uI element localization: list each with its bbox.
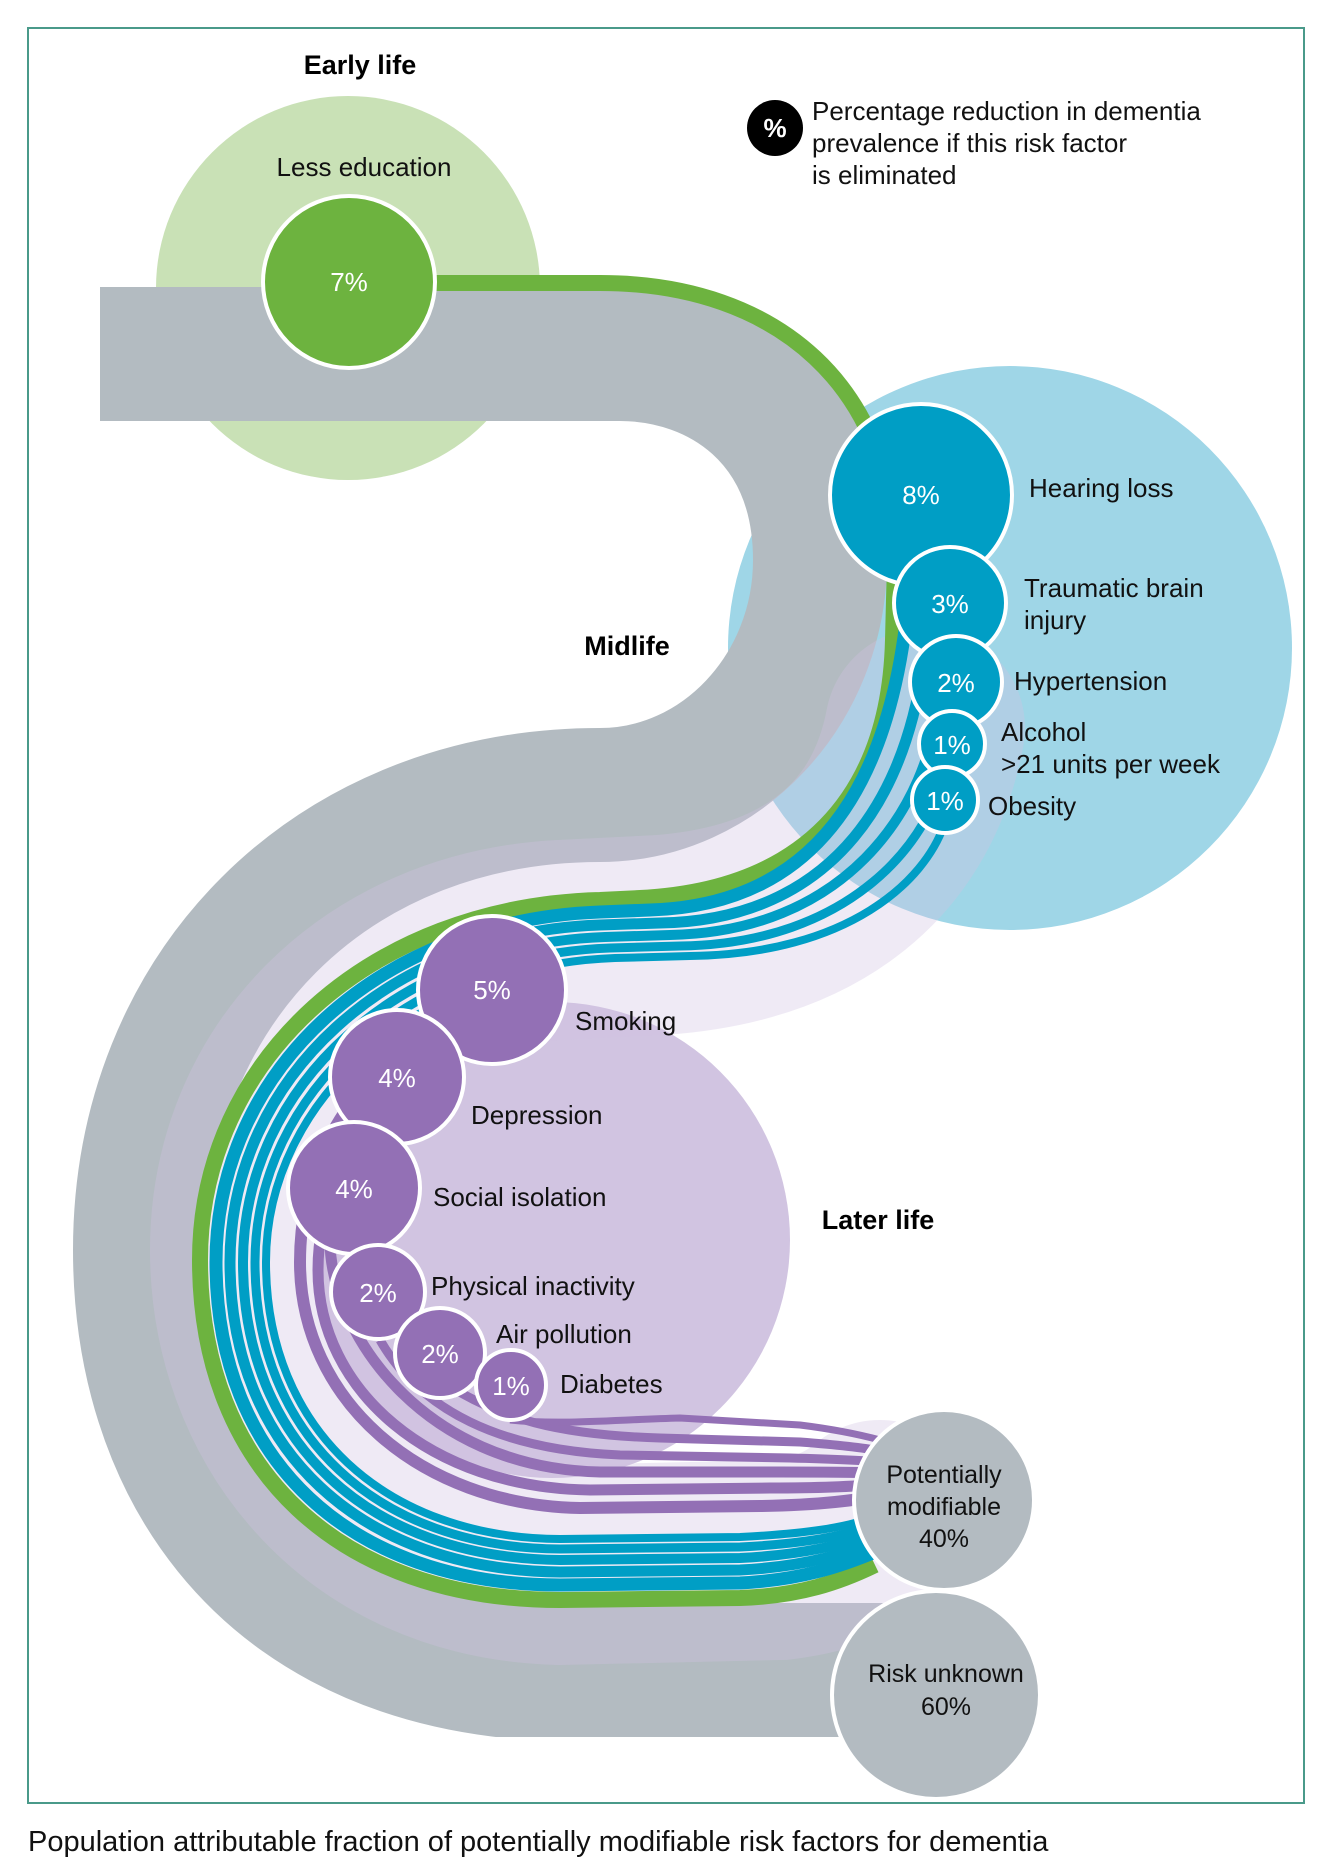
legend-line-2: prevalence if this risk factor xyxy=(812,128,1127,158)
alcohol-value: 1% xyxy=(933,730,971,760)
legend-line-1: Percentage reduction in dementia xyxy=(812,96,1201,126)
unknown-line-1: Risk unknown xyxy=(868,1660,1024,1688)
stage-early-life: Early life xyxy=(304,50,417,80)
hypertension-label: Hypertension xyxy=(1014,666,1167,696)
tbi-label-line-2: injury xyxy=(1024,605,1086,635)
smoking-value: 5% xyxy=(473,975,511,1005)
diabetes-label: Diabetes xyxy=(560,1369,663,1399)
modifiable-line-1: Potentially xyxy=(886,1461,1002,1489)
diabetes-circle xyxy=(474,1348,548,1422)
air-pollution-circle xyxy=(393,1306,487,1400)
midlife-ribbons xyxy=(209,539,951,1592)
physical-inactivity-circle xyxy=(329,1243,427,1341)
obesity-value: 1% xyxy=(926,786,964,816)
legend-symbol: % xyxy=(763,113,786,143)
risk-unknown-band xyxy=(72,287,900,1737)
diagram-frame xyxy=(27,27,1305,1804)
less-education-circle xyxy=(261,194,437,370)
alcohol-label-line-1: Alcohol xyxy=(1001,717,1086,747)
social-isolation-value: 4% xyxy=(335,1174,373,1204)
tbi-label-line-1: Traumatic brain xyxy=(1024,573,1204,603)
diabetes-value: 1% xyxy=(492,1371,530,1401)
unknown-line-2: 60% xyxy=(921,1693,971,1721)
risk-unknown-circle xyxy=(830,1589,1042,1801)
less-education-value: 7% xyxy=(330,267,368,297)
legend-percent-icon xyxy=(747,100,803,156)
stage-midlife: Midlife xyxy=(584,631,670,661)
physical-inactivity-value: 2% xyxy=(359,1278,397,1308)
smoking-circle xyxy=(416,914,568,1066)
physical-inactivity-label: Physical inactivity xyxy=(431,1271,635,1301)
figure-caption: Population attributable fraction of pote… xyxy=(28,1826,1049,1858)
air-pollution-label: Air pollution xyxy=(496,1319,632,1349)
depression-label: Depression xyxy=(471,1100,603,1130)
alcohol-label-line-2: >21 units per week xyxy=(1001,749,1221,779)
social-isolation-label: Social isolation xyxy=(433,1182,606,1212)
modifiable-line-3: 40% xyxy=(919,1525,969,1553)
modifiable-line-2: modifiable xyxy=(887,1493,1001,1521)
stage-later-life: Later life xyxy=(822,1205,935,1235)
obesity-circle xyxy=(910,765,980,835)
legend-line-3: is eliminated xyxy=(812,160,957,190)
hypertension-value: 2% xyxy=(937,668,975,698)
tbi-value: 3% xyxy=(931,589,969,619)
obesity-label: Obesity xyxy=(988,791,1076,821)
air-pollution-value: 2% xyxy=(421,1339,459,1369)
hearing-loss-label: Hearing loss xyxy=(1029,473,1174,503)
less-education-label: Less education xyxy=(277,152,452,182)
smoking-label: Smoking xyxy=(575,1006,676,1036)
depression-value: 4% xyxy=(378,1063,416,1093)
hearing-loss-value: 8% xyxy=(902,480,940,510)
